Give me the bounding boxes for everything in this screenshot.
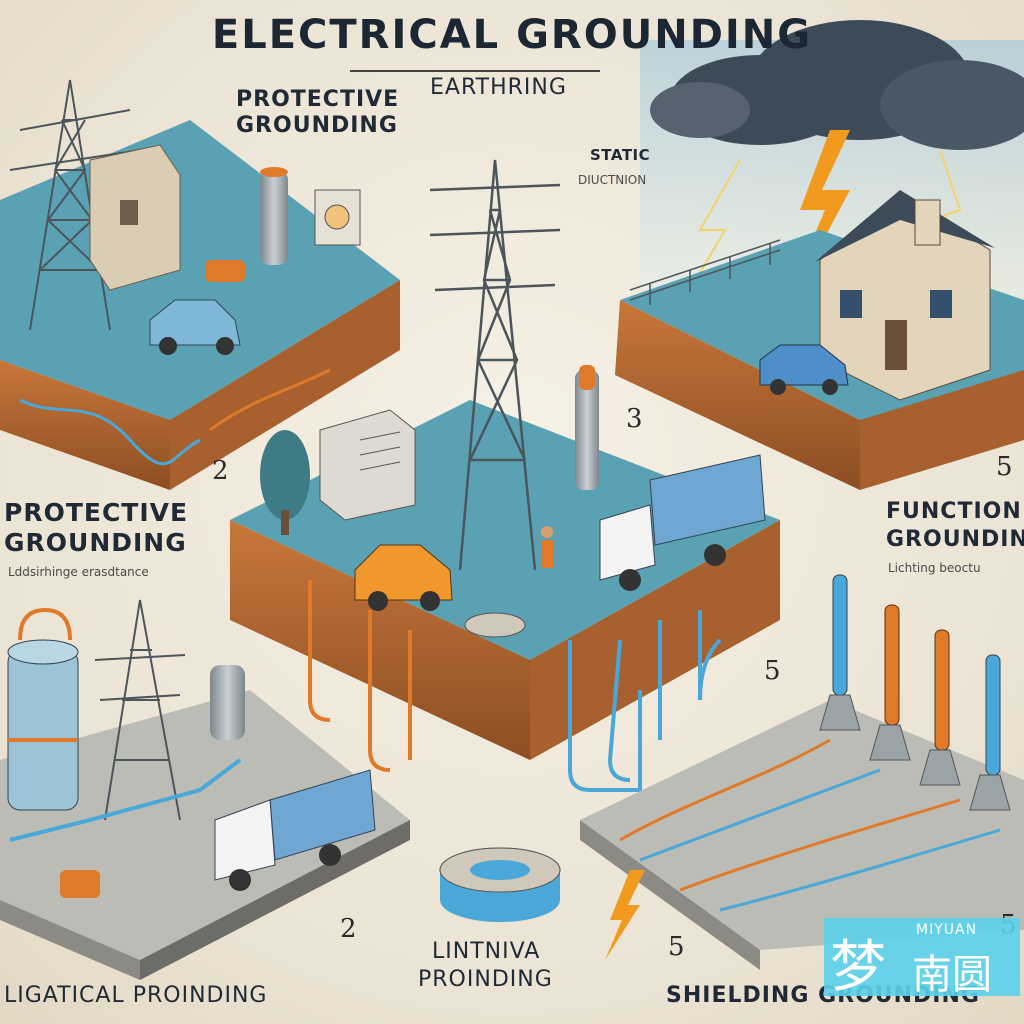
lightning-bolt-icon <box>605 870 645 960</box>
buried-cables <box>619 738 1001 912</box>
storage-tank-icon <box>7 607 79 811</box>
page-title: ELECTRICAL GROUNDING <box>211 12 813 58</box>
label-lintniva-line2: PROINDING <box>418 967 553 992</box>
number-center: 3 <box>626 404 643 434</box>
worker-icon <box>541 526 553 568</box>
label-protective-top-line2: GROUNDING <box>236 113 398 138</box>
grounding-plate-icon <box>464 612 526 638</box>
number-left: 2 <box>212 456 229 486</box>
label-protective-left-line1: PROTECTIVE <box>4 498 189 527</box>
house-icon <box>815 190 995 401</box>
car-icon <box>759 344 849 395</box>
label-static-line1: STATIC <box>590 146 651 164</box>
meter-box-icon <box>314 189 361 246</box>
transformer-box-icon <box>319 409 416 521</box>
number-right-mid: 5 <box>764 656 781 686</box>
label-ligatical: LIGATICAL PROINDING <box>4 983 268 1008</box>
tree-icon <box>260 430 310 535</box>
label-earthring: EARTHRING <box>430 75 567 100</box>
label-function-line1: FUNCTION <box>886 499 1022 524</box>
title-divider <box>350 70 600 72</box>
label-protective-left-line2: GROUNDING <box>4 528 187 557</box>
truck-icon <box>599 454 766 591</box>
platform-bottom-right <box>580 574 1024 970</box>
watermark-logo: 梦 MIYUAN 南圆 <box>824 918 1020 1000</box>
fence-icon <box>629 239 781 305</box>
platform-top-right <box>615 190 1024 490</box>
watermark-glyph: 梦 <box>830 935 886 1000</box>
watermark-text-en: MIYUAN <box>916 922 978 938</box>
ground-rod-icon <box>575 365 599 490</box>
insulator-cylinder-icon <box>210 665 245 740</box>
cable-blue <box>9 758 242 842</box>
car-icon <box>149 299 241 355</box>
label-lintniva-line1: LINTNIVA <box>432 939 541 964</box>
platform-top-left <box>0 79 400 490</box>
label-protective-top-line1: PROTECTIVE <box>236 87 400 112</box>
platform-bottom-left <box>0 599 410 980</box>
truck-icon <box>214 769 376 891</box>
label-function-sub: Lichting beoctu <box>888 561 981 575</box>
platform-center <box>230 159 780 792</box>
substation-building-icon <box>89 144 181 291</box>
car-icon <box>354 544 453 611</box>
label-protective-left-sub: Lddsirhinge erasdtance <box>8 565 149 579</box>
generator-icon <box>60 870 100 898</box>
number-bottom-left: 2 <box>340 914 357 944</box>
watermark-text-cn: 南圆 <box>912 952 992 998</box>
ground-rods-icon <box>819 574 1011 811</box>
transmission-tower-icon <box>94 599 186 821</box>
lattice-tower-icon <box>429 159 561 571</box>
number-bottom-center: 5 <box>668 932 685 962</box>
underground-cables <box>308 580 722 792</box>
battery-icon <box>205 260 245 282</box>
ground-coil-icon <box>439 847 561 922</box>
label-static-line2: DIUCTNION <box>578 173 647 187</box>
insulator-cylinder-icon <box>260 167 288 265</box>
label-function-line2: GROUNDING <box>886 527 1024 552</box>
number-right-top: 5 <box>996 452 1013 482</box>
